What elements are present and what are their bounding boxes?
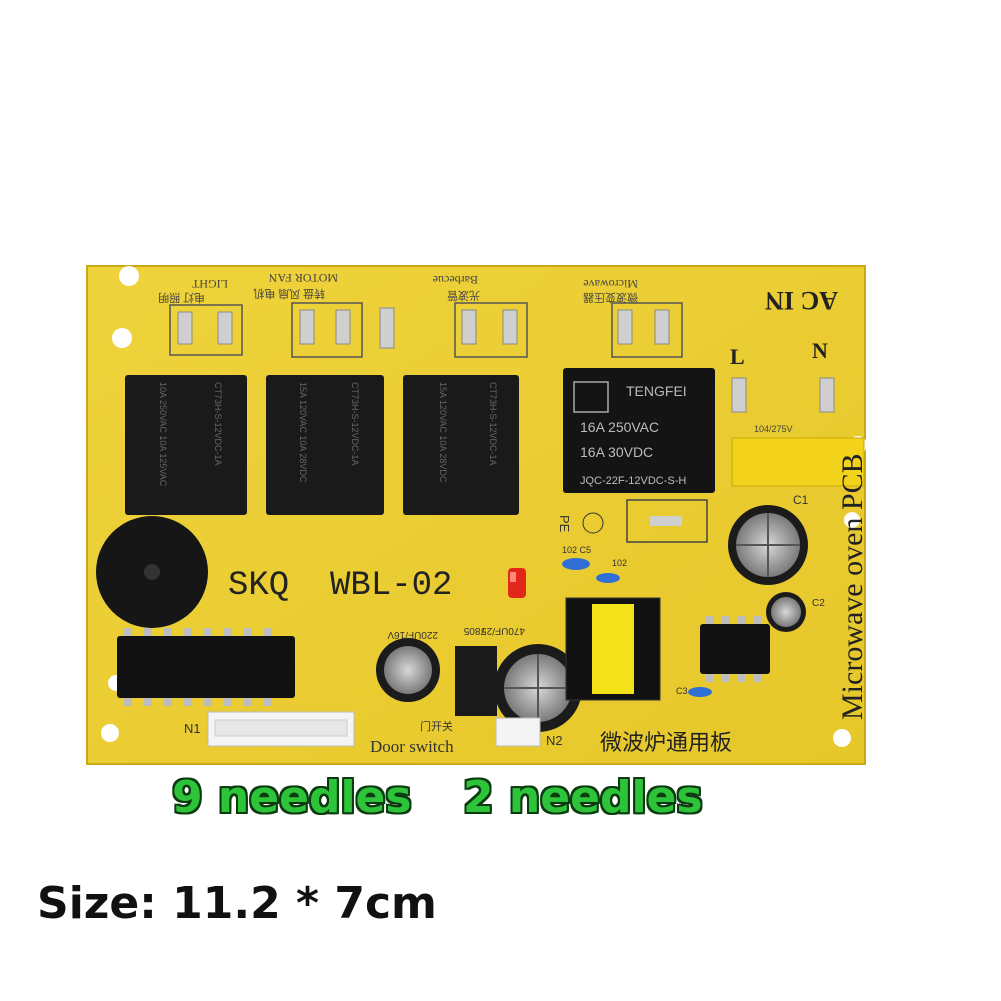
svg-text:CT73H-S-12VDC-1A: CT73H-S-12VDC-1A xyxy=(350,382,360,466)
label-c3: C3 xyxy=(676,686,688,696)
relay-main: TENGFEI 16A 250VAC 16A 30VDC JQC-22F-12V… xyxy=(563,368,715,493)
x-capacitor: 104/275V xyxy=(731,424,865,487)
label-barbecue: Barbecue xyxy=(433,273,478,287)
svg-text:CT73H-S-12VDC-1A: CT73H-S-12VDC-1A xyxy=(488,382,498,466)
relay-k4: 10A 250VAC 10A 125VAC CT73H-S-12VDC-1A xyxy=(125,375,247,515)
relay-rating-1: 16A 250VAC xyxy=(580,419,659,435)
caption-size: Size: 11.2 * 7cm xyxy=(37,878,437,929)
label-c4: 102 xyxy=(612,558,627,568)
caption-2-needles: 2 needles xyxy=(463,772,703,823)
svg-text:N1: N1 xyxy=(184,721,201,736)
svg-text:N2: N2 xyxy=(546,733,563,748)
relay-brand: TENGFEI xyxy=(626,383,687,399)
svg-text:CT73H-S-12VDC-1A: CT73H-S-12VDC-1A xyxy=(213,382,223,466)
svg-text:C1: C1 xyxy=(793,493,809,507)
side-text: Microwave oven PCB xyxy=(836,453,869,720)
relay-k3: 15A 120VAC 10A 28VDC CT73H-S-12VDC-1A xyxy=(266,375,384,515)
capacitor-c2: C2 xyxy=(766,592,825,632)
label-motor-fan-cn: 转盘 风扇 电机 xyxy=(254,287,326,301)
mounting-hole xyxy=(844,512,860,528)
label-microwave: Microwave xyxy=(583,277,638,291)
ic-chip-dip8 xyxy=(700,616,770,682)
buzzer xyxy=(96,516,208,628)
svg-text:104/275V: 104/275V xyxy=(754,424,793,434)
label-light: LIGHT xyxy=(191,277,228,291)
neutral-label: N xyxy=(812,338,828,363)
ic-chip-dip16 xyxy=(117,628,295,706)
mounting-hole xyxy=(833,729,851,747)
svg-text:15A 120VAC 10A 28VDC: 15A 120VAC 10A 28VDC xyxy=(438,382,448,483)
mounting-hole xyxy=(101,724,119,742)
board-chinese-title: 微波炉通用板 xyxy=(600,731,732,756)
label-microwave-cn: 微波变压器 xyxy=(583,291,638,305)
svg-text:15A 120VAC 10A 28VDC: 15A 120VAC 10A 28VDC xyxy=(298,382,308,483)
capacitor-c1: C1 xyxy=(728,493,809,585)
caption-9-needles: 9 needles xyxy=(172,772,412,823)
svg-text:PE: PE xyxy=(557,515,572,533)
connector-n2: N2 xyxy=(495,717,563,748)
label-barbecue-cn: 光波管 xyxy=(447,289,480,303)
svg-text:7805: 7805 xyxy=(463,625,486,636)
transformer xyxy=(565,597,661,701)
led-indicator xyxy=(508,568,526,598)
door-switch-label: Door switch xyxy=(370,737,454,756)
svg-text:470UF/25: 470UF/25 xyxy=(481,625,525,636)
connector-n1: N1 xyxy=(184,711,355,747)
ac-in-label: AC IN xyxy=(765,286,838,315)
pe-ground: PE xyxy=(557,499,708,543)
capacitor-220uf: 220UF/16V xyxy=(376,629,440,702)
spade-terminals xyxy=(169,302,835,413)
relay-rating-2: 16A 30VDC xyxy=(580,444,653,460)
ceramic-capacitors xyxy=(562,558,712,697)
relay-model: JQC-22F-12VDC-S-H xyxy=(580,475,686,487)
capacitor-470uf: 470UF/25 xyxy=(481,625,582,732)
regulator-7805: 7805 xyxy=(455,625,497,716)
mounting-hole xyxy=(119,266,139,286)
label-motor-fan: MOTOR FAN xyxy=(268,271,338,285)
door-switch-cn: 门开关 xyxy=(420,719,453,733)
relay-k2: 15A 120VAC 10A 28VDC CT73H-S-12VDC-1A xyxy=(403,375,519,515)
board-model: SKQ WBL-02 xyxy=(228,567,452,605)
label-light-cn: 电灯 照明 xyxy=(158,291,205,304)
mounting-hole xyxy=(112,328,132,348)
line-label: L xyxy=(730,344,745,369)
label-c5: 102 C5 xyxy=(562,545,591,555)
svg-text:C2: C2 xyxy=(812,598,825,609)
svg-text:10A 250VAC 10A 125VAC: 10A 250VAC 10A 125VAC xyxy=(158,382,168,487)
svg-text:220UF/16V: 220UF/16V xyxy=(387,629,438,640)
